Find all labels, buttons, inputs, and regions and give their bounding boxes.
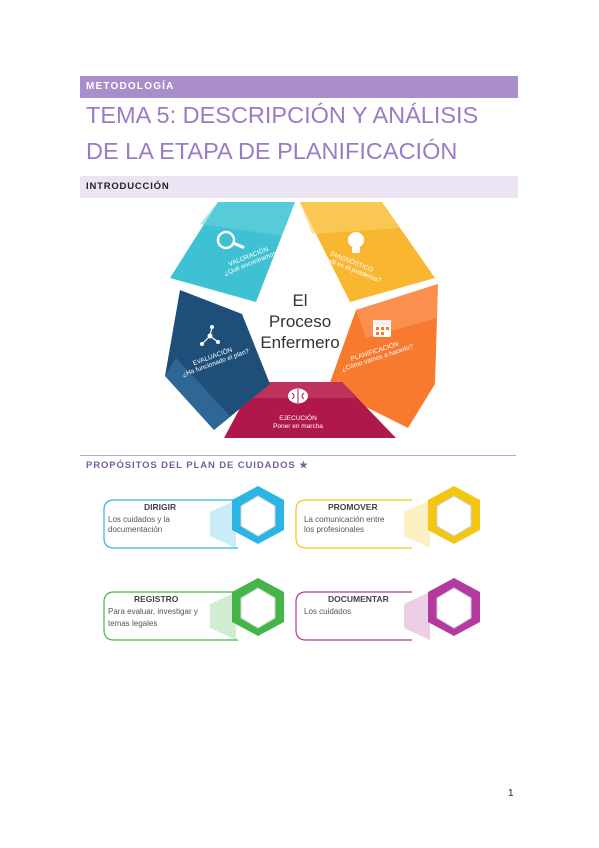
magnifier-icon [216, 230, 245, 250]
diagram-center-label: El Proceso Enfermero [260, 291, 339, 352]
calendar-icon [373, 320, 391, 337]
purpose-registro: REGISTRO Para evaluar, investigar y tema… [103, 578, 284, 641]
page-title-line-1: TEMA 5: DESCRIPCIÓN Y ANÁLISIS [86, 102, 479, 128]
segment-ejecucion: EJECUCIÓN Poner en marcha [224, 382, 396, 438]
molecule-icon [200, 325, 220, 346]
section-header-metodologia: METODOLOGÍA [80, 76, 518, 98]
purposes-heading: PROPÓSITOS DEL PLAN DE CUIDADOS ★ [86, 460, 309, 471]
purpose-promover-line-1: La comunicación entre [304, 515, 385, 524]
section-divider [80, 455, 516, 456]
purpose-promover-title: PROMOVER [328, 502, 378, 512]
purpose-documentar-line-1: Los cuidados [304, 607, 351, 616]
lightbulb-icon [348, 232, 364, 253]
center-line-3: Enfermero [260, 333, 339, 352]
purpose-dirigir-line-2: documentación [108, 525, 162, 534]
brain-icon [288, 388, 308, 404]
purpose-promover-line-2: los profesionales [304, 525, 364, 534]
center-line-2: Proceso [269, 312, 331, 331]
segment-ejecucion-subtitle: Poner en marcha [273, 423, 323, 430]
purpose-dirigir: DIRIGIR Los cuidados y la documentación [103, 486, 284, 549]
purposes-infographic: DIRIGIR Los cuidados y la documentación … [103, 486, 480, 641]
segment-valoracion: VALORACIÓN ¿Qué encontramos? [170, 202, 295, 302]
purpose-registro-line-1: Para evaluar, investigar y [108, 607, 198, 616]
segment-diagnostico: DIAGNÓSTICO ¿Cuál es el problema? [300, 202, 435, 302]
purpose-dirigir-line-1: Los cuidados y la [108, 515, 170, 524]
segment-evaluacion: EVALUACIÓN ¿Ha funcionado el plan? [165, 290, 270, 430]
segment-planificacion: PLANIFICACIÓN ¿Cómo vamos a hacerlo? [328, 284, 438, 428]
section-header-introduccion: INTRODUCCIÓN [80, 176, 518, 198]
purpose-dirigir-title: DIRIGIR [144, 502, 176, 512]
purpose-registro-title: REGISTRO [134, 594, 179, 604]
segment-ejecucion-title: EJECUCIÓN [279, 413, 317, 422]
purpose-documentar: DOCUMENTAR Los cuidados [295, 578, 480, 641]
purpose-promover: PROMOVER La comunicación entre los profe… [295, 486, 480, 549]
purpose-documentar-title: DOCUMENTAR [328, 594, 389, 604]
page-number: 1 [508, 788, 514, 799]
page-title-line-2: DE LA ETAPA DE PLANIFICACIÓN [86, 138, 458, 164]
center-line-1: El [292, 291, 307, 310]
purpose-registro-line-2: temas legales [108, 619, 157, 628]
nursing-process-diagram: VALORACIÓN ¿Qué encontramos? DIAGNÓSTICO… [165, 202, 438, 438]
